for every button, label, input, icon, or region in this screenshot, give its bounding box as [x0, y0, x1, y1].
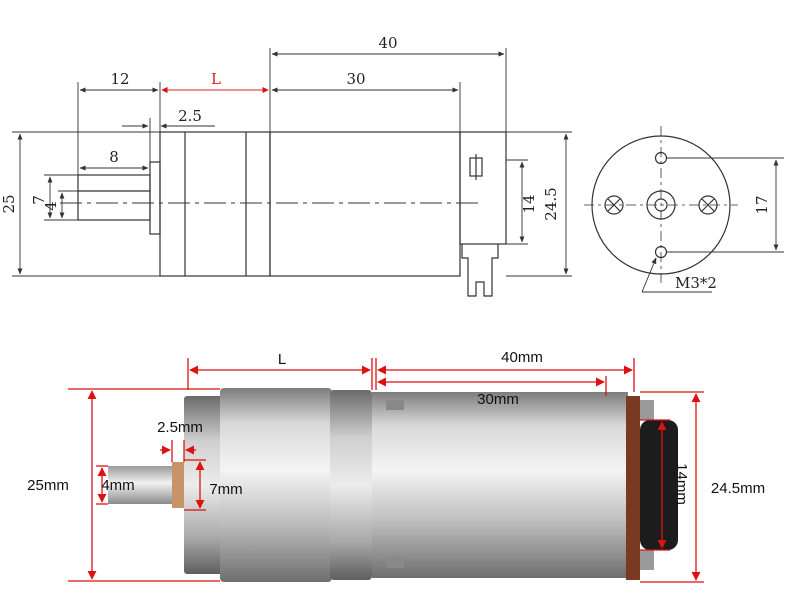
- dim-25: 25: [0, 194, 18, 213]
- motor-body-outline: [269, 131, 461, 277]
- top-dimensions: [77, 48, 507, 175]
- shaft-outline: [77, 174, 151, 221]
- end-view-dimensions: [641, 157, 784, 293]
- photo-dimensions: [68, 358, 704, 583]
- photo-dim-40mm: 40mm: [501, 349, 543, 366]
- photo-dim-2-5mm: 2.5mm: [157, 419, 203, 436]
- left-dimensions: [12, 131, 160, 277]
- dim-8: 8: [109, 148, 119, 166]
- dim-40: 40: [378, 34, 397, 52]
- photo-dim-4mm: 4mm: [101, 477, 134, 494]
- end-cap-outline: [459, 131, 507, 245]
- screw-label: M3*2: [675, 274, 717, 292]
- photo-dim-25mm: 25mm: [27, 477, 69, 494]
- side-view-drawing: [60, 131, 507, 297]
- motor-photo: [108, 388, 678, 582]
- dim-L: L: [211, 70, 221, 88]
- gearbox-outline: [159, 131, 271, 277]
- dim-2-5: 2.5: [178, 107, 202, 125]
- photo-gearbox: [220, 388, 332, 582]
- dim-17: 17: [753, 195, 771, 214]
- dim-30: 30: [346, 70, 365, 88]
- flange-step: [149, 161, 161, 235]
- photo-dim-L: L: [278, 351, 286, 368]
- dim-24-5: 24.5: [542, 187, 560, 220]
- photo-pcb: [626, 396, 640, 580]
- photo-encoder: [640, 420, 678, 550]
- photo-motor-body: [372, 392, 628, 578]
- photo-dim-24-5mm: 24.5mm: [711, 480, 765, 497]
- end-view-drawing: [584, 126, 738, 284]
- photo-bushing: [172, 462, 184, 508]
- dim-7: 7: [30, 195, 48, 205]
- photo-dim-7mm: 7mm: [209, 481, 242, 498]
- dim-12: 12: [110, 70, 129, 88]
- dim-4: 4: [42, 201, 60, 211]
- dim-14: 14: [520, 194, 538, 213]
- photo-dim-30mm: 30mm: [477, 391, 519, 408]
- photo-dim-14mm: 14mm: [673, 463, 690, 505]
- right-dimensions: [506, 131, 572, 277]
